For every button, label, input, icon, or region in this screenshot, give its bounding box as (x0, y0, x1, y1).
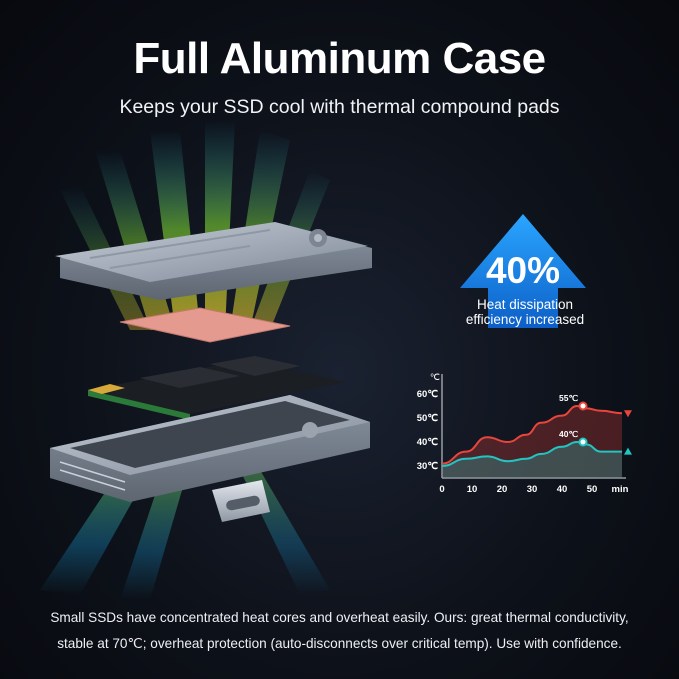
aluminum-base (50, 395, 370, 502)
y-tick-label: 50℃ (417, 413, 439, 424)
temperature-chart: ℃ 30℃ 40℃ 50℃ 60℃ 0 10 20 30 40 50 min 55℃ 40℃ (417, 372, 632, 495)
heat-rays-top (60, 120, 330, 330)
aluminum-lid (55, 222, 372, 300)
series-area (442, 406, 622, 478)
series-line (441, 440, 622, 467)
x-tick-label: 50 (587, 484, 598, 495)
x-axis-unit: min (612, 484, 629, 495)
page-title: Full Aluminum Case (133, 34, 546, 83)
x-tick-label: 30 (527, 484, 538, 495)
badge-label-line2: efficiency increased (465, 312, 585, 327)
thermal-pad (119, 307, 291, 343)
footer-line-1: Small SSDs have concentrated heat cores … (50, 610, 629, 625)
y-tick-label: 30℃ (417, 461, 439, 472)
peak-label: 55℃ (559, 393, 578, 403)
up-arrow-icon (460, 214, 586, 328)
trend-up-icon (624, 447, 632, 455)
peak-marker (578, 401, 588, 411)
footer-line-2: stable at 70℃; overheat protection (auto… (57, 636, 622, 651)
peak-label: 40℃ (559, 429, 578, 439)
badge-label-line1: Heat dissipation (476, 297, 574, 312)
y-tick-label: 60℃ (417, 389, 439, 400)
page-subtitle: Keeps your SSD cool with thermal compoun… (119, 96, 560, 118)
y-tick-label: 40℃ (417, 437, 439, 448)
peak-marker (578, 437, 588, 447)
usb-c-connector (212, 480, 270, 522)
x-tick-label: 20 (497, 484, 508, 495)
ssd-enclosure-illustration (40, 120, 372, 600)
trend-down-icon (624, 410, 632, 418)
ssd-board (88, 356, 345, 420)
y-axis-unit: ℃ (430, 372, 440, 382)
series-area (442, 442, 622, 478)
efficiency-percent: 40% (485, 250, 561, 291)
x-tick-label: 40 (557, 484, 568, 495)
x-tick-label: 0 (439, 484, 444, 495)
series-line (441, 404, 623, 465)
x-tick-label: 10 (467, 484, 478, 495)
